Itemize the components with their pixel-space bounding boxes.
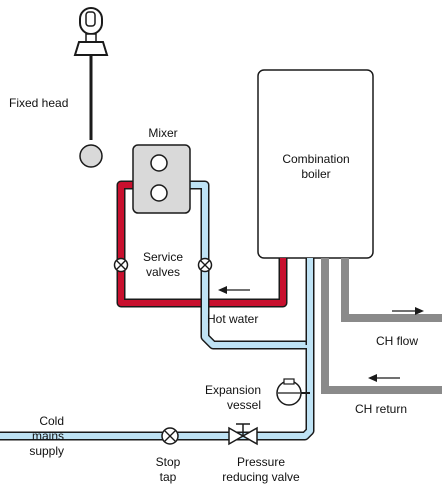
cold-mains-label-line3: supply [29, 444, 64, 458]
service-valve-cold [197, 257, 213, 273]
boiler-label-line2: boiler [301, 167, 331, 181]
combination-boiler [257, 69, 374, 259]
mixer-label: Mixer [148, 126, 178, 140]
stop-tap-label-line2: tap [159, 470, 177, 484]
hot-water-pipe [116, 180, 288, 308]
ch-pipes [321, 258, 442, 394]
fixed-shower-head [73, 7, 109, 168]
ch-return-label: CH return [355, 402, 408, 416]
hot-water-label: Hot water [207, 312, 259, 326]
ch-return-arrow [368, 374, 400, 382]
pressure-reducing-valve [228, 423, 258, 446]
service-valves-label-line1: Service [142, 250, 183, 264]
cold-mains-label-line2: mains [31, 429, 64, 443]
stop-tap [161, 427, 179, 445]
pressure-valve-label-line2: reducing valve [222, 470, 300, 484]
pressure-valve-label-line1: Pressure [236, 455, 286, 469]
hot-water-arrow [218, 286, 250, 294]
ch-flow-label: CH flow [376, 334, 419, 348]
expansion-vessel [276, 378, 310, 406]
fixed-head-label: Fixed head [9, 96, 69, 110]
boiler-label-line1: Combination [282, 152, 350, 166]
ch-flow-arrow [392, 307, 424, 315]
cold-mains-label-line1: Cold [39, 414, 64, 428]
expansion-vessel-label-line2: vessel [226, 398, 261, 412]
service-valve-hot [113, 257, 129, 273]
stop-tap-label-line1: Stop [155, 455, 181, 469]
service-valves-label-line2: valves [145, 265, 180, 279]
expansion-vessel-label-line1: Expansion [204, 383, 261, 397]
mixer [132, 144, 191, 214]
cold-water-pipe [0, 180, 315, 441]
